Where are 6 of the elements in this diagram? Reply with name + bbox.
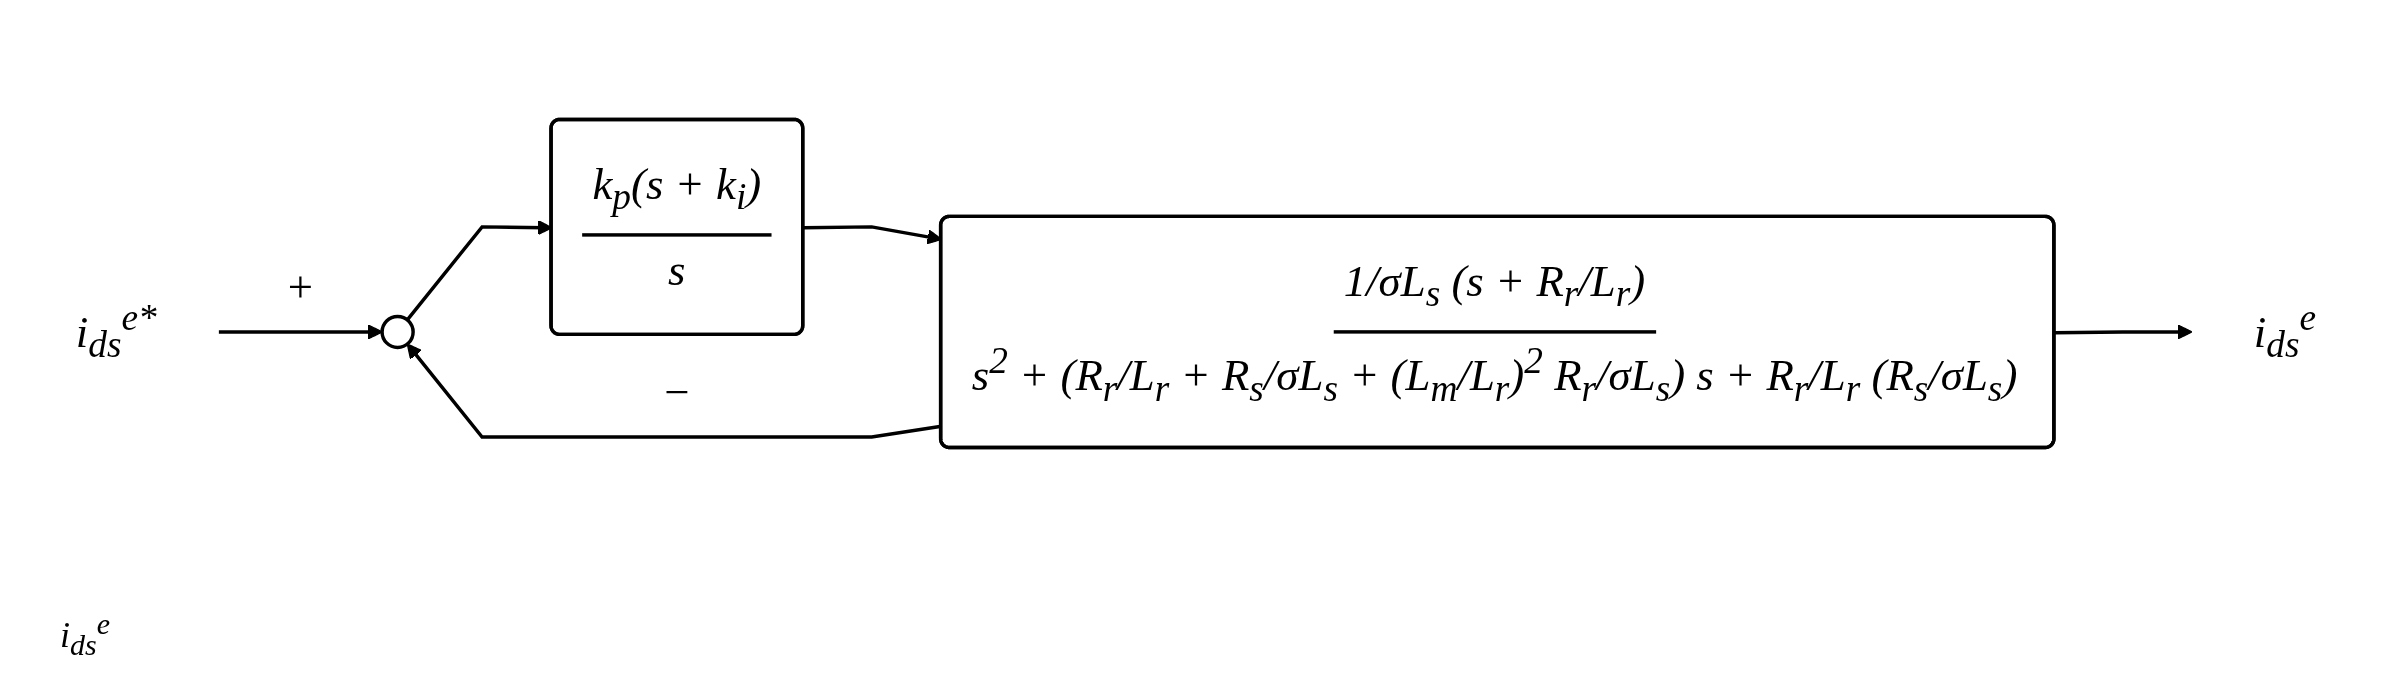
summing-junction (380, 314, 415, 350)
transfer-function-block: k$_{p}$(s + k$_{i}$) s (549, 117, 805, 337)
transfer-function-block: 1/σL$_{s}$ (s + R$_{r}$/L$_{r}$) s$^{2}$ + (R$_{r}$/L$_{r}$ + R$_{s}$/σL$_{s}$ + (L$_{m}$/L$_{r}$)$^{2}$ R$_{r}$/σL$_{s}$) s + R$_{r}$/L$_{r}$ (R$_{s}$/σL$_{s}$) (938, 214, 2056, 450)
sign-label: + (287, 262, 314, 313)
arrow (2054, 324, 2193, 340)
sign-label: − (664, 367, 690, 418)
